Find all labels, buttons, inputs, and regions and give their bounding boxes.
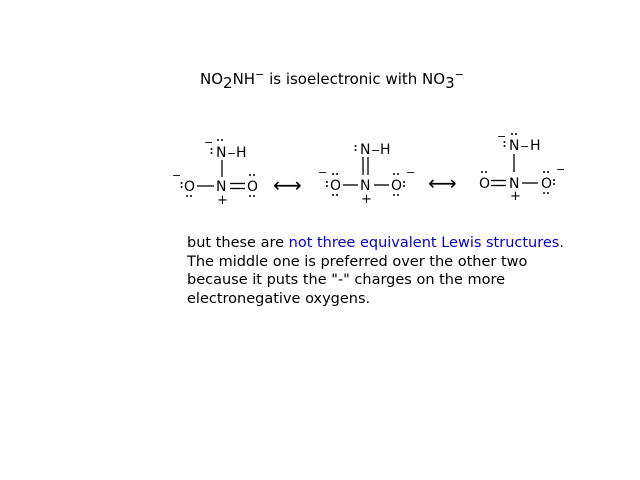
formula-charge: − [255,68,265,81]
s3-atom-h: H [530,138,541,154]
ref-charge: − [454,68,464,81]
s2-charge-minus-o-right: − [406,166,415,179]
s2-atom-n-center: N [360,178,370,194]
s1-atom-n-center: N [216,179,226,195]
s1-bond-n-h: − [227,147,236,160]
s1-charge-minus-o: − [172,169,181,182]
page-title: NO2NH− is isoelectronic with NO3− [200,68,464,91]
s2-charge-plus-n: + [361,192,372,207]
s2-atom-n-top: N [360,142,370,158]
s3-atom-o-left: O [479,176,490,192]
s1-atom-n-top: N [216,145,226,161]
s3-atom-n-top: N [509,138,519,154]
s3-atom-n-center: N [509,176,519,192]
caption-intro: but these are [187,235,289,251]
s3-atom-o-right: O [541,176,552,192]
s1-atom-o-right: O [247,179,258,195]
resonance-arrow-1: ⟷ [273,173,302,197]
formula-subscript: 2 [223,74,233,92]
s1-atom-o-left: O [184,179,195,195]
s1-charge-minus-n: − [204,136,213,149]
s3-charge-minus-o-right: − [556,163,565,176]
lone-pair-dots [180,133,555,197]
formula-main: NO [200,70,224,88]
ref-main: NO [422,70,446,88]
title-text: is isoelectronic with [264,70,423,88]
s2-atom-o-right: O [391,178,402,194]
s2-atom-h: H [380,142,391,158]
s3-bond-n-h: − [520,140,529,153]
s2-charge-minus-o-left: − [318,166,327,179]
s2-bond-n-h: − [371,144,380,157]
s3-charge-minus-n: − [497,130,506,143]
s1-atom-h: H [236,145,247,161]
formula-nitrate-ion: NO3− [422,68,464,91]
caption-rest: . The middle one is preferred over the o… [187,235,564,307]
caption-highlight: not three equivalent Lewis structures [288,235,560,251]
ref-subscript: 3 [445,74,455,92]
formula-nitramide-ion: NO2NH− [200,68,265,91]
s2-atom-o-left: O [330,178,341,194]
explanation-text: but these are not three equivalent Lewis… [187,234,587,308]
s1-charge-plus-n: + [217,193,228,208]
s3-charge-plus-n: + [510,189,521,204]
formula-tail: NH [232,70,256,88]
resonance-arrow-2: ⟷ [428,171,457,195]
